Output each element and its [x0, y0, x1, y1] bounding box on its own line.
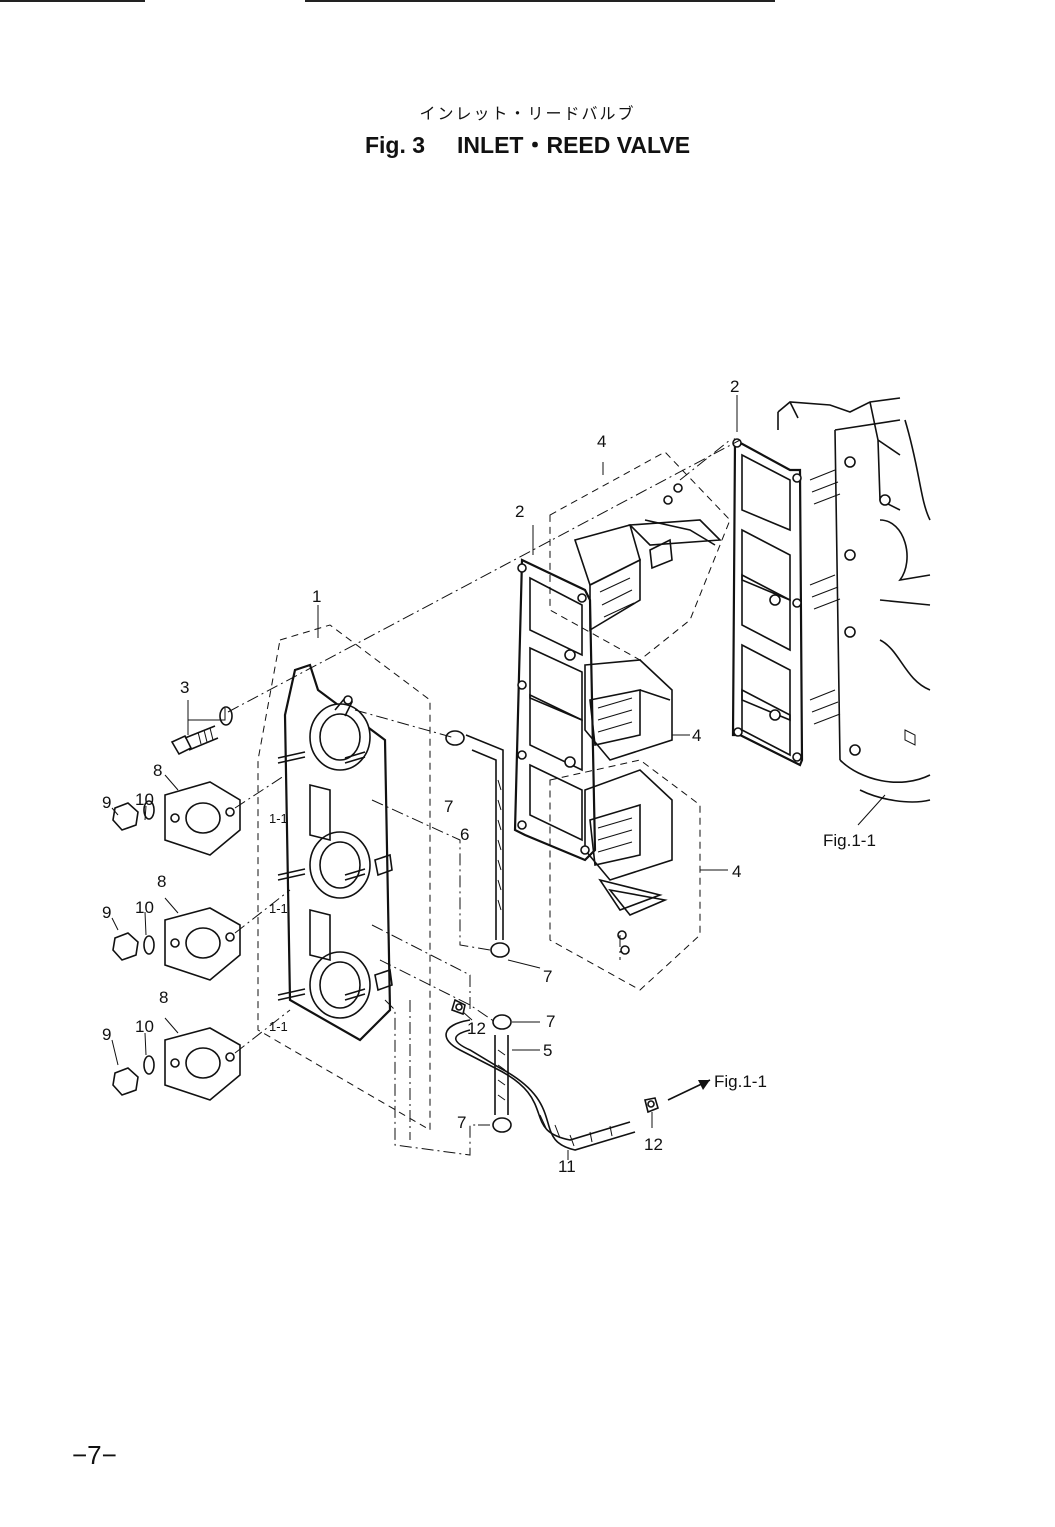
top-rule-right	[305, 0, 775, 2]
subtitle-japanese: インレット・リードバルブ	[419, 104, 636, 123]
figure-number: Fig. 3	[364, 132, 426, 158]
callout-10-top: 10	[135, 790, 154, 809]
page-number: −7−	[72, 1440, 117, 1470]
reed-valve-middle	[584, 659, 690, 761]
assembly-center-lines	[227, 439, 741, 1156]
callout-9-bottom: 9	[102, 1025, 111, 1044]
callout-10-mid: 10	[135, 898, 154, 917]
hose-11	[445, 1019, 636, 1160]
callout-9-mid: 9	[102, 903, 111, 922]
figure-title-text: INLET・REED VALVE	[457, 132, 691, 158]
callout-1: 1	[312, 587, 321, 606]
callout-12-left: 12	[467, 1019, 486, 1038]
callout-7-top: 7	[444, 797, 453, 816]
reference-fig-1-1-arrow: Fig.1-1	[714, 1072, 767, 1091]
hose-clamps-12	[451, 998, 711, 1128]
crankcase-partial	[777, 397, 931, 826]
callout-2-front: 2	[515, 502, 524, 521]
bolt-and-washer	[170, 700, 233, 756]
callout-4-upper: 4	[597, 432, 606, 451]
reed-valve-lower	[549, 759, 728, 991]
callout-1-1-top: 1-1	[269, 811, 288, 826]
callout-7-mid: 7	[543, 967, 552, 986]
callout-8-mid: 8	[157, 872, 166, 891]
callout-8-bottom: 8	[159, 988, 168, 1007]
intake-manifold	[257, 605, 431, 1131]
nuts-and-washers	[111, 800, 155, 1096]
front-gasket	[513, 525, 597, 862]
hose-5	[478, 1014, 540, 1133]
callout-1-1-mid: 1-1	[269, 901, 288, 916]
callout-1-1-bottom: 1-1	[269, 1019, 288, 1034]
flange-gasket-3	[164, 1017, 241, 1101]
callout-7-clamp: 7	[546, 1012, 555, 1031]
hose-6	[445, 730, 541, 969]
figure-title: Fig. 3 INLET・REED VALVE	[0, 126, 1055, 160]
top-rule-left	[0, 0, 145, 2]
callout-labels: 1 2 2 3 4 4 4 5 6 7 7 7 7 8 8 8 9 9 9 10…	[102, 377, 876, 1176]
callout-8-top: 8	[153, 761, 162, 780]
callout-2-rear: 2	[730, 377, 739, 396]
callout-3: 3	[180, 678, 189, 697]
flange-gasket-1	[164, 774, 241, 856]
callout-7-bottom: 7	[457, 1113, 466, 1132]
callout-4-middle: 4	[692, 726, 701, 745]
callout-12-right: 12	[644, 1135, 663, 1154]
callout-5: 5	[543, 1041, 552, 1060]
reed-valve-upper	[549, 451, 731, 661]
reference-fig-1-1-crankcase: Fig.1-1	[823, 831, 876, 850]
flange-gasket-2	[164, 897, 241, 981]
callout-4-lower: 4	[732, 862, 741, 881]
callout-9-top: 9	[102, 793, 111, 812]
rear-gasket	[731, 395, 804, 767]
callout-11: 11	[558, 1157, 576, 1176]
callout-10-bottom: 10	[135, 1017, 154, 1036]
callout-6: 6	[460, 825, 469, 844]
